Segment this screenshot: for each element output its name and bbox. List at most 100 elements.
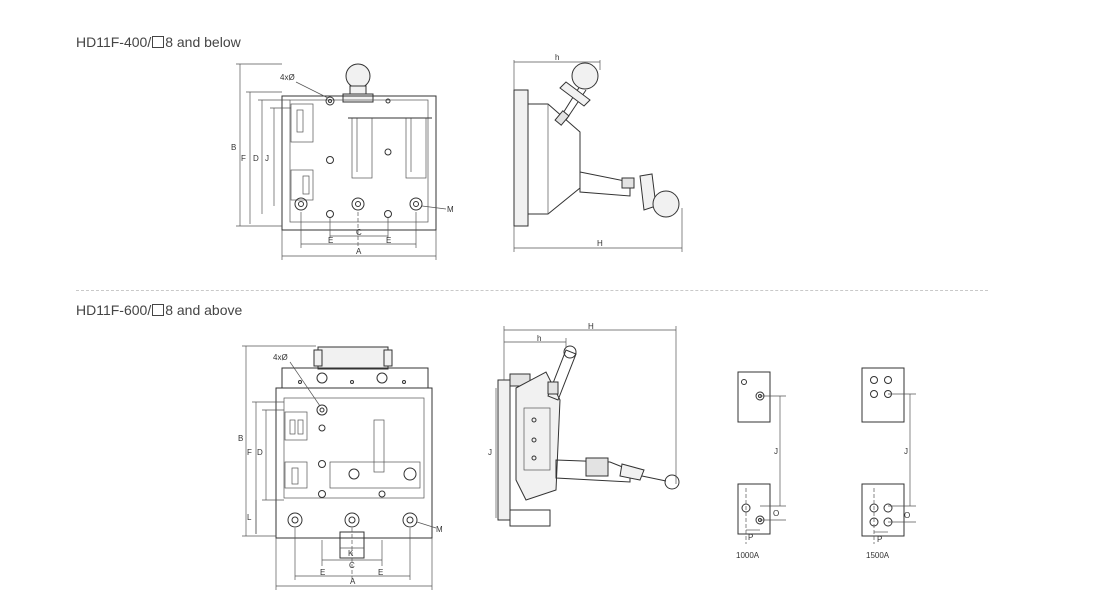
base-plate: [281, 95, 437, 231]
mount-hole-icon: [325, 96, 335, 106]
mount-hole-icon: [316, 404, 328, 416]
side-body: [527, 103, 581, 215]
mount-hole-icon: [318, 490, 326, 498]
upper-handle-flange: [559, 81, 591, 107]
mount-hole-core: [328, 99, 332, 103]
mount-hole-core: [319, 407, 325, 413]
lower-terminal: [737, 483, 771, 535]
mount-hole-icon: [384, 210, 392, 218]
section-title-400: HD11F-400/8 and below: [76, 34, 241, 50]
side-body: [515, 371, 561, 501]
side-view-400: h H: [513, 53, 683, 252]
pin-icon: [531, 455, 537, 461]
terminal-icon: [344, 512, 360, 528]
terminal-icon: [351, 197, 365, 211]
label-A: A: [350, 577, 356, 586]
mount-hole-icon: [326, 210, 334, 218]
lower-handle-rod: [641, 475, 667, 482]
slot-upper: [289, 419, 296, 435]
leader-line: [295, 81, 329, 99]
upper-terminal: [737, 371, 771, 423]
front-view-600: 4xØ M B F D L A E E C K: [238, 345, 443, 590]
terminal-icon: [409, 197, 423, 211]
terminal-core: [348, 516, 356, 524]
label-O: O: [904, 511, 910, 520]
handle-housing: [317, 346, 389, 370]
label-J: J: [488, 448, 492, 457]
small-hole-icon: [298, 380, 302, 384]
label-h: h: [537, 334, 541, 343]
side-view-600: H h J: [488, 322, 680, 527]
terminal-core: [406, 516, 414, 524]
terminal-detail-1000a: J O P 1000A: [736, 371, 786, 560]
label-h: h: [555, 53, 559, 62]
terminal-icon: [294, 197, 308, 211]
slot-upper: [297, 419, 304, 435]
label-K: K: [348, 549, 354, 558]
label-A: A: [356, 247, 362, 256]
upper-terminal: [861, 367, 905, 423]
inner-plate: [283, 397, 425, 499]
terminal-core: [298, 201, 304, 207]
label-D: D: [257, 448, 263, 457]
terminal-hole-icon: [883, 503, 893, 513]
label-J: J: [774, 447, 778, 456]
contact-plate-2: [405, 117, 427, 179]
inner-plate: [289, 99, 429, 223]
label-B: B: [231, 143, 236, 152]
upper-handle-collar: [554, 110, 570, 126]
label-O: O: [773, 509, 779, 518]
slot-upper: [296, 109, 304, 133]
label-M: M: [436, 525, 443, 534]
mechanism-pin-icon: [348, 468, 360, 480]
upper-handle-ball-icon: [571, 62, 599, 90]
handle-hinge-right: [383, 349, 393, 367]
mount-hole-icon: [318, 460, 326, 468]
handle-base: [342, 93, 374, 103]
contact-plate-1: [351, 117, 373, 179]
terminal-detail-1500a: J O P 1500A: [861, 367, 916, 560]
mount-hole-icon: [378, 490, 386, 498]
section-divider: [76, 290, 988, 291]
small-hole-icon: [402, 380, 406, 384]
label-H: H: [588, 322, 594, 331]
mechanism-plate: [329, 461, 421, 489]
label-H: H: [597, 239, 603, 248]
blade: [373, 419, 385, 473]
mount-hole-icon: [318, 424, 326, 432]
label-P: P: [877, 535, 882, 544]
left-bracket-upper: [290, 103, 314, 143]
variant-label-1000a: 1000A: [736, 551, 760, 560]
bolt-icon: [316, 372, 328, 384]
handle-ball-icon: [345, 63, 371, 89]
label-E: E: [386, 236, 391, 245]
title-suffix: 8 and below: [165, 34, 241, 50]
side-base-plate: [513, 89, 529, 227]
base-plate: [275, 387, 433, 539]
bolt-icon: [376, 372, 388, 384]
left-bracket-upper: [284, 411, 308, 441]
mount-hole-icon: [326, 156, 334, 164]
terminal-hole-icon: [870, 390, 878, 398]
lower-handle-ball-icon: [652, 190, 680, 218]
leader-line: [289, 361, 321, 407]
label-C: C: [356, 228, 362, 237]
title-prefix: HD11F-400/: [76, 34, 152, 50]
label-4x-diameter: 4xØ: [280, 73, 295, 82]
label-E: E: [378, 568, 383, 577]
label-P: P: [748, 533, 753, 542]
leader-line: [416, 521, 437, 529]
label-F: F: [241, 154, 246, 163]
left-bracket-lower: [290, 169, 314, 201]
terminal-hole-icon: [870, 376, 878, 384]
square-symbol-icon: [152, 304, 165, 316]
top-bar: [281, 367, 429, 389]
section-title-600: HD11F-600/8 and above: [76, 302, 242, 318]
slot-lower: [302, 175, 310, 195]
lower-handle-collar: [585, 457, 609, 477]
pin-icon: [531, 437, 537, 443]
side-mechanism: [523, 407, 551, 471]
label-4x-diameter: 4xØ: [273, 353, 288, 362]
side-base-plate: [497, 379, 511, 521]
